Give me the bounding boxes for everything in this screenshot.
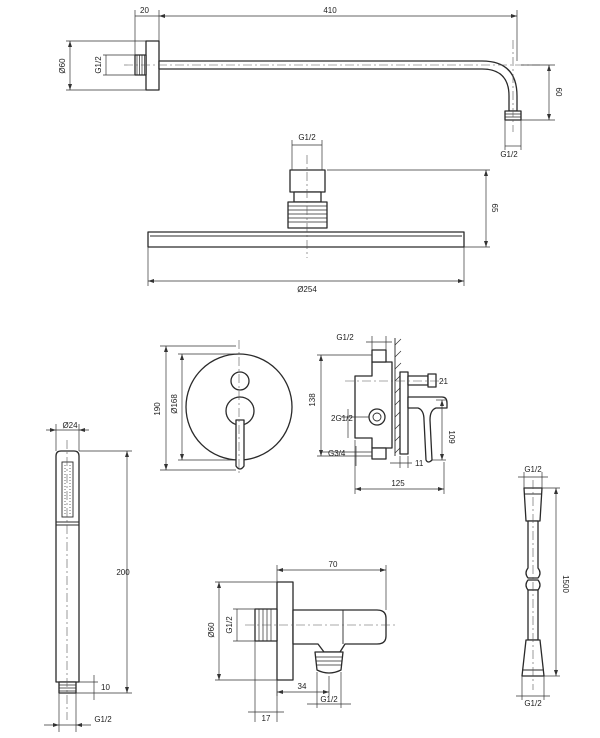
dim-label-outlet-threads: 2G1/2 bbox=[331, 414, 353, 423]
mixer-lever bbox=[235, 419, 245, 470]
dim-label-head-diameter: Ø254 bbox=[297, 285, 317, 294]
dim-label-hand-thread: G1/2 bbox=[94, 715, 112, 724]
dim-label-inlet-thread: G3/4 bbox=[328, 449, 346, 458]
hose-tube-bottom bbox=[527, 589, 539, 641]
dim-label-outlet-flange-diameter: Ø60 bbox=[207, 622, 216, 638]
dim-label-outlet-wall-thread: G1/2 bbox=[225, 616, 234, 634]
dim-label-cover-diameter: Ø168 bbox=[170, 394, 179, 414]
lever-side bbox=[407, 396, 448, 463]
dim-arrow bbox=[547, 65, 551, 120]
shower-head: G1/2 65 Ø254 bbox=[147, 133, 499, 294]
dim-arrow bbox=[53, 723, 82, 727]
dim-label-mixer-depth: 109 bbox=[447, 430, 456, 444]
outlet-flange bbox=[276, 581, 294, 681]
dim-label-head-thread: G1/2 bbox=[298, 133, 316, 142]
head-plate bbox=[147, 231, 465, 248]
dim-label-wall-thread: G1/2 bbox=[94, 56, 103, 74]
hand-shower-body bbox=[55, 450, 80, 683]
dim-arrow bbox=[68, 41, 72, 90]
dim-label-drop-height: 60 bbox=[554, 88, 563, 97]
bottom-inlet bbox=[371, 447, 387, 460]
diverter-cap bbox=[427, 373, 437, 388]
head-joint-hatch bbox=[288, 205, 327, 223]
mixer-body-shell bbox=[354, 361, 393, 449]
dim-label-head-height: 65 bbox=[490, 204, 499, 213]
dim-label-lever-offset: 11 bbox=[415, 459, 424, 468]
hand-shower-thread-hatch bbox=[59, 684, 76, 692]
hand-shower: Ø24 200 10 G1/2 bbox=[44, 421, 132, 732]
dim-label-hand-length: 200 bbox=[116, 568, 130, 577]
cover-plate: 190 Ø168 bbox=[153, 340, 293, 476]
arm-wall-plate bbox=[145, 40, 160, 91]
outlet-nozzle bbox=[314, 651, 344, 674]
head-neck bbox=[293, 191, 322, 203]
outlet-port bbox=[368, 408, 386, 426]
cover-plate-side bbox=[399, 371, 409, 455]
diverter-stem bbox=[407, 375, 429, 386]
dim-label-hose-length: 1500 bbox=[561, 575, 570, 593]
wall-hatch bbox=[394, 338, 402, 454]
dim-arrow bbox=[440, 400, 444, 460]
dim-label-cover-height: 190 bbox=[153, 402, 162, 416]
dim-label-outlet-offset: 34 bbox=[298, 682, 307, 691]
diverter-knob bbox=[230, 371, 250, 391]
dim-label-plate-diameter: Ø60 bbox=[58, 58, 67, 74]
dim-label-arm-length: 410 bbox=[323, 6, 337, 15]
dim-label-outlet-thread: G1/2 bbox=[500, 150, 518, 159]
dim-label-outlet-flange-depth: 17 bbox=[262, 714, 271, 723]
dim-arrow bbox=[277, 690, 329, 694]
outlet-port-inner bbox=[372, 412, 382, 422]
outlet-arm bbox=[292, 609, 387, 653]
dim-label-hose-bottom-thread: G1/2 bbox=[524, 699, 542, 708]
dim-label-outlet-length: 70 bbox=[329, 560, 338, 569]
dim-label-knob-offset: 21 bbox=[439, 377, 448, 386]
dim-label-hose-top-thread: G1/2 bbox=[524, 465, 542, 474]
dim-label-mixer-top-thread: G1/2 bbox=[336, 333, 354, 342]
rain-shower-arm: 20 410 Ø60 G1/2 60 G1/2 bbox=[58, 6, 563, 159]
dim-label-outlet-nozzle-thread: G1/2 bbox=[320, 695, 338, 704]
arm-tube bbox=[158, 60, 518, 112]
dim-label-hand-thread-length: 10 bbox=[101, 683, 110, 692]
dim-label-mixer-total-depth: 125 bbox=[391, 479, 405, 488]
hand-shower-nozzles bbox=[64, 465, 71, 514]
shower-hose: G1/2 1500 G1/2 bbox=[516, 465, 570, 708]
mixer-body: G1/2 138 21 2G1/2 109 G3/4 11 125 bbox=[308, 333, 456, 494]
top-inlet bbox=[371, 349, 387, 363]
head-swivel-nut bbox=[289, 169, 326, 193]
hand-shower-thread bbox=[58, 681, 77, 694]
dim-label-mixer-height: 138 bbox=[308, 393, 317, 407]
dim-label-hand-diameter: Ø24 bbox=[62, 421, 78, 430]
hand-shower-spray-face bbox=[61, 461, 74, 518]
dim-label-plate-thickness: 20 bbox=[140, 6, 149, 15]
outlet-nozzle-hatch bbox=[316, 656, 342, 666]
wall-outlet: 70 Ø60 G1/2 34 G1/2 17 bbox=[207, 560, 395, 723]
